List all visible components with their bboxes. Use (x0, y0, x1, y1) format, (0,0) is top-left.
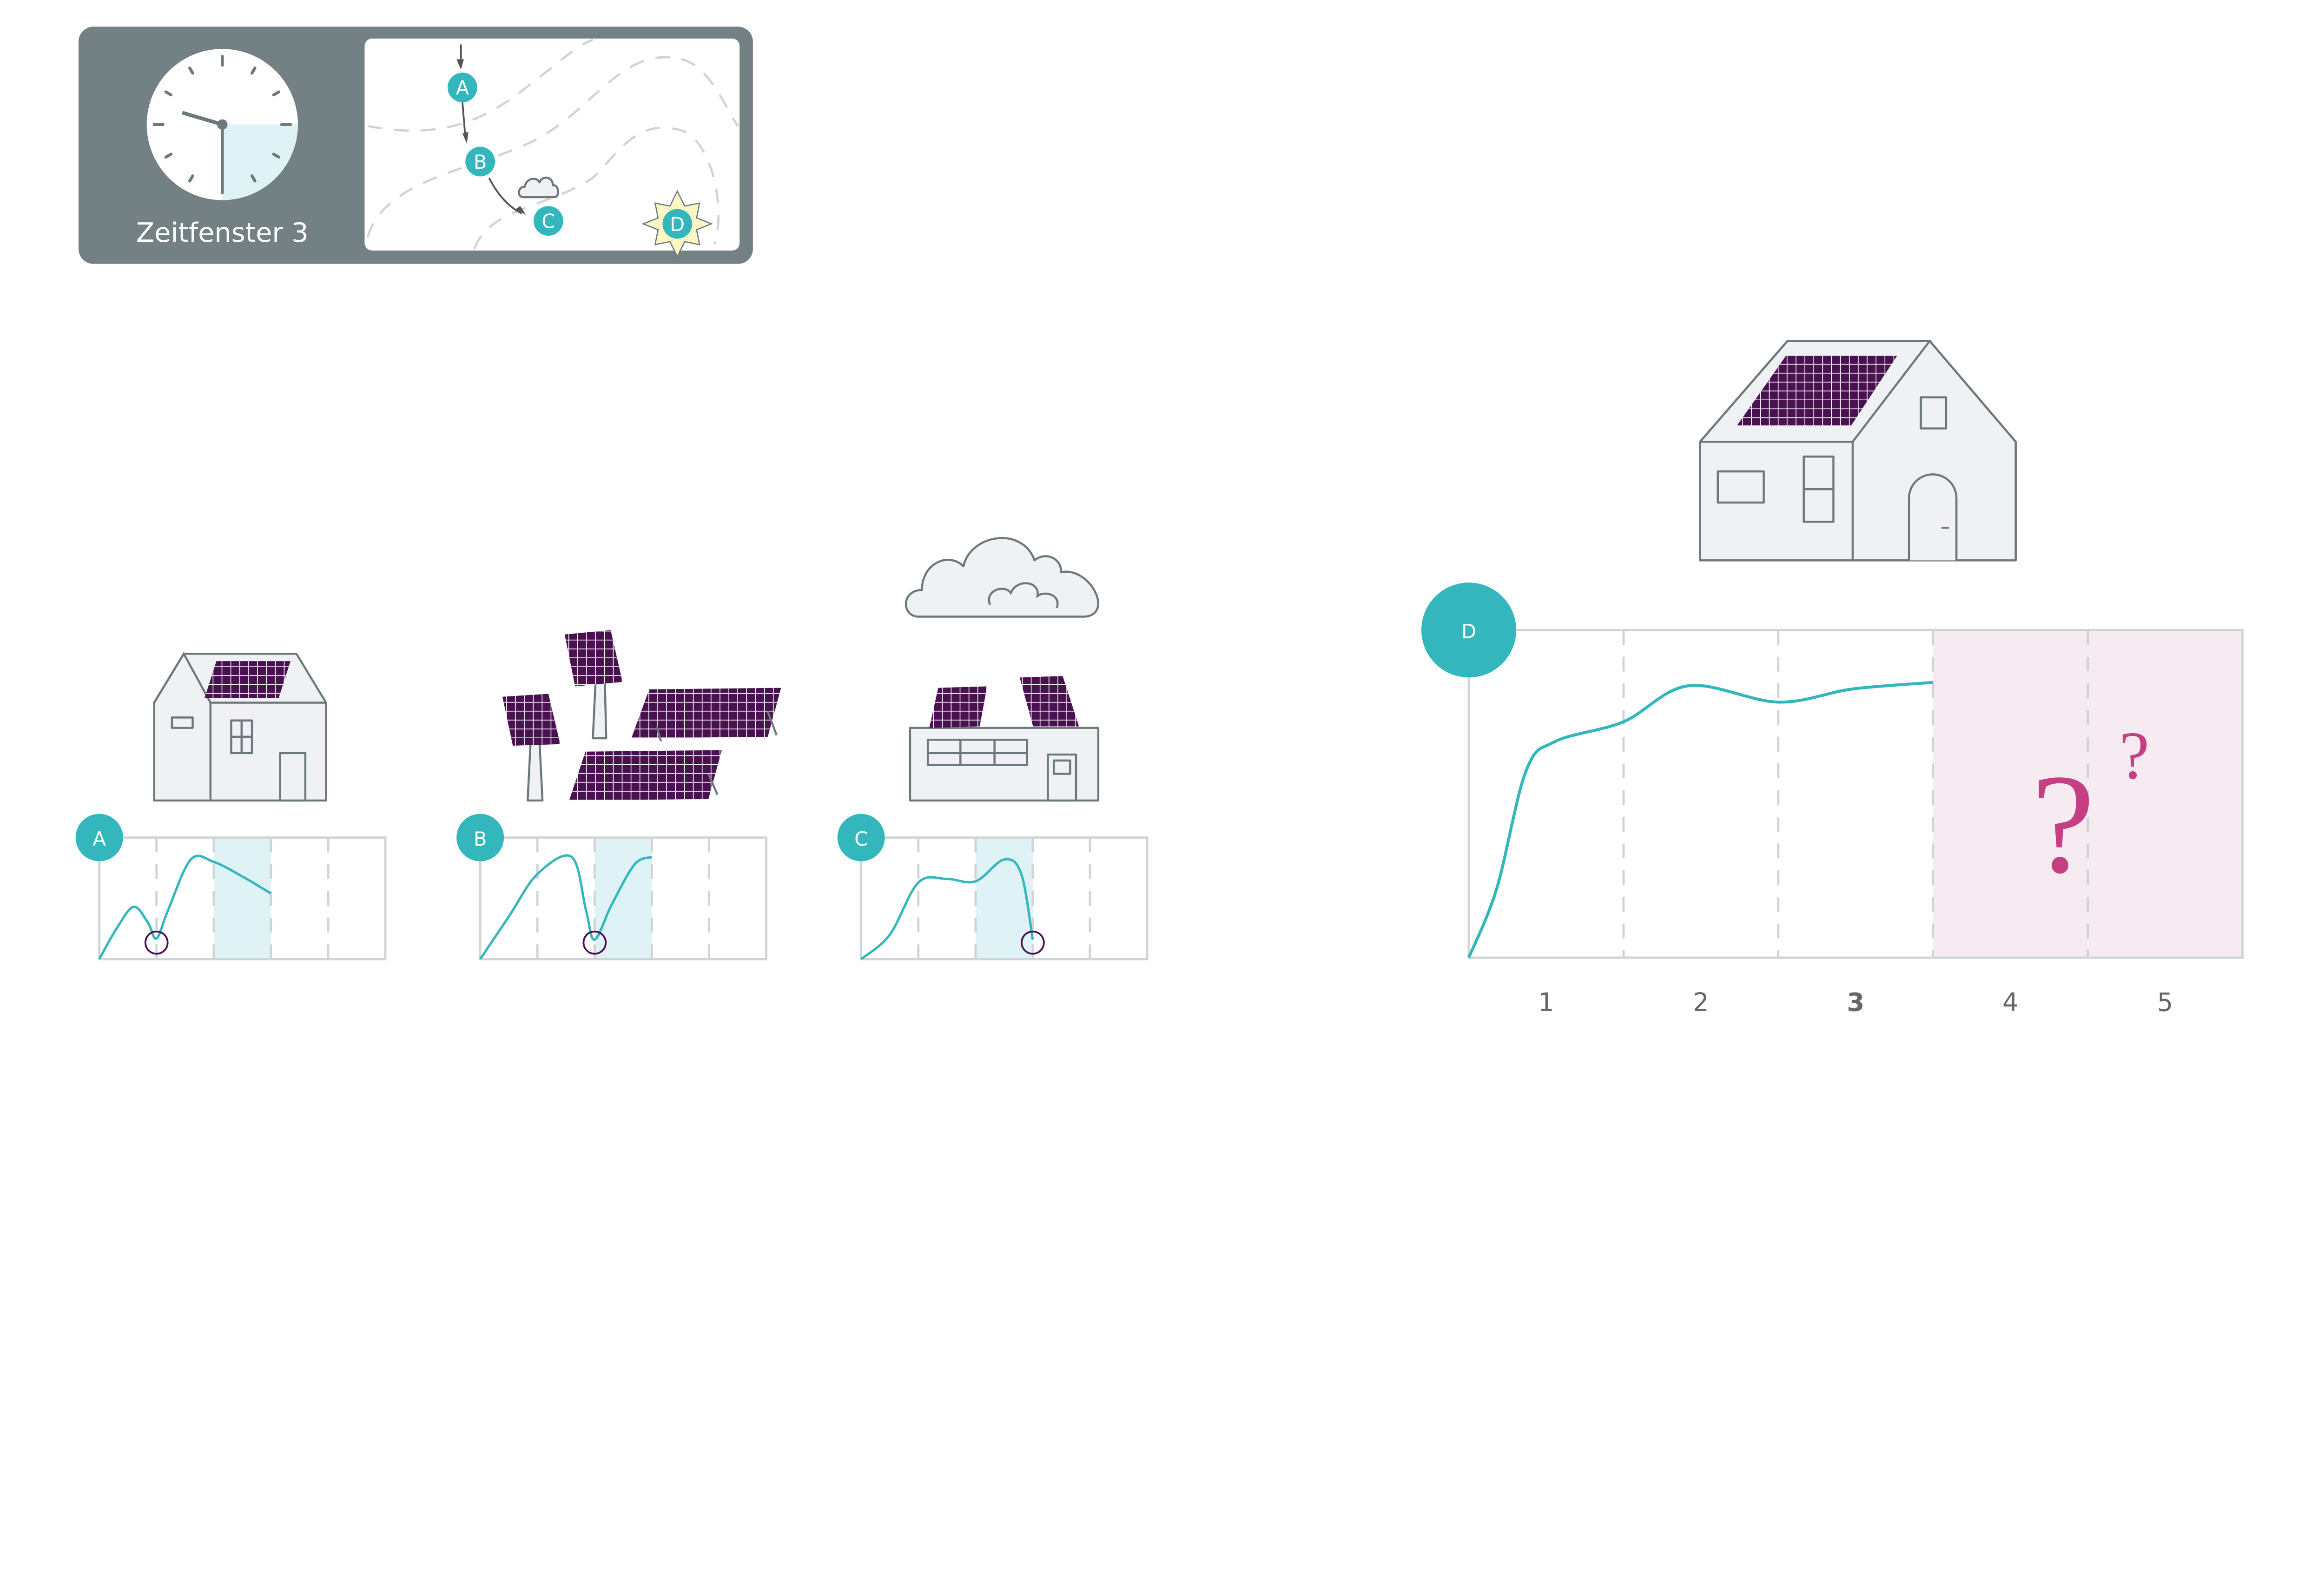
site-b-solar-park-icon (502, 630, 781, 802)
clock-tick (272, 90, 281, 97)
series-line (1467, 681, 1934, 959)
route-node-label: A (456, 77, 469, 99)
x-tick-label: 4 (2002, 988, 2018, 1017)
route-node-b (465, 146, 495, 177)
clock-tick (164, 90, 173, 97)
clock-tick (272, 152, 281, 159)
time-window-title: Zeitfenster 3 (136, 217, 309, 248)
clock-icon (146, 49, 298, 200)
clock-tick (250, 174, 257, 183)
chart-label-badge (837, 814, 885, 861)
chart-frame (479, 836, 767, 960)
chart-label: B (474, 828, 487, 850)
chart-d: D 1 2 3 4 5?? (1421, 583, 2244, 1017)
chart-c: C (837, 814, 1149, 960)
site-d-house-icon (1699, 340, 2017, 562)
clock-tick (164, 152, 173, 159)
highlight-window (213, 837, 271, 960)
route-node-c (533, 206, 563, 236)
route-node-label: D (670, 213, 685, 236)
series-line (860, 858, 1034, 960)
chart-label-badge (75, 814, 123, 861)
minimum-marker (582, 930, 607, 955)
highlight-window (594, 837, 652, 960)
minimum-marker (1021, 930, 1045, 955)
site-a-house-icon (153, 651, 327, 802)
chart-label-badge (1421, 583, 1517, 678)
chart-label: C (854, 828, 868, 850)
clock-tick (250, 66, 257, 75)
series-line (98, 854, 272, 960)
time-window-panel: Zeitfenster 3 A B C D (79, 26, 753, 264)
route-node-a (448, 73, 477, 103)
question-mark-small: ? (2119, 717, 2149, 793)
site-c-building-icon (909, 676, 1100, 802)
route-node-d (662, 209, 693, 239)
site-c-cloud-icon (905, 537, 1100, 618)
question-mark-large: ? (2032, 745, 2095, 903)
route-map: A B C D (364, 38, 740, 258)
route-node-label: B (474, 151, 487, 173)
x-tick-label: 5 (2157, 988, 2173, 1017)
chart-frame (98, 836, 387, 960)
chart-frame (860, 836, 1149, 960)
chart-label-badge (456, 814, 504, 861)
chart-a: A (75, 814, 387, 960)
series-line (479, 854, 653, 960)
route-node-label: C (541, 211, 555, 233)
scene: Zeitfenster 3 A B C D (75, 26, 2244, 1017)
cloud-icon (518, 176, 559, 199)
clock-tick (188, 174, 194, 183)
chart-frame (1467, 629, 2244, 959)
x-tick-label: 2 (1693, 988, 1709, 1017)
chart-b: B (456, 814, 767, 960)
minimum-marker (144, 930, 169, 955)
chart-label: A (92, 828, 106, 850)
chart-label: D (1461, 620, 1476, 642)
x-tick-label: 3 (1847, 988, 1864, 1017)
highlight-window (975, 837, 1033, 960)
x-tick-label: 1 (1538, 988, 1554, 1017)
clock-tick (188, 66, 194, 75)
